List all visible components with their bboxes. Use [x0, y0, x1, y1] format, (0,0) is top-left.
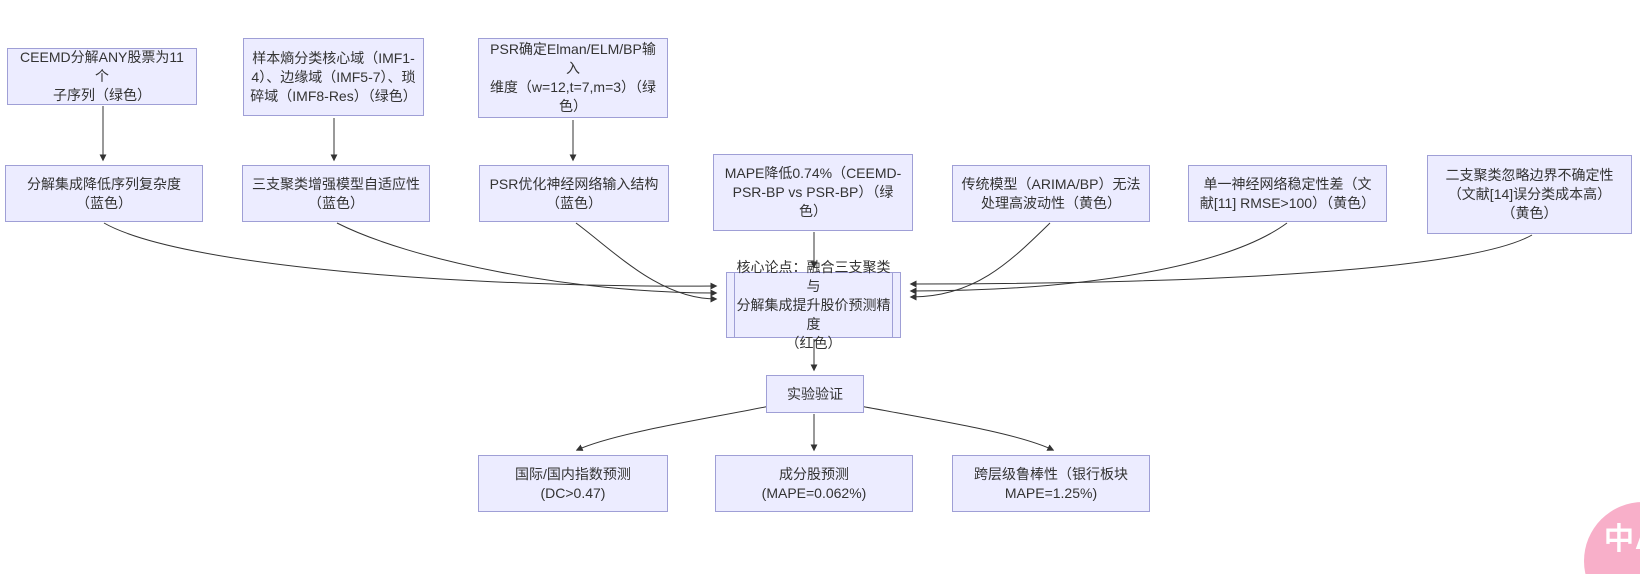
node-constituent-prediction: 成分股预测 (MAPE=0.062%)	[715, 455, 913, 512]
node-cross-level-robustness: 跨层级鲁棒性（银行板块 MAPE=1.25%)	[952, 455, 1150, 512]
edge-decomp-core	[103, 222, 718, 290]
node-core-thesis: 核心论点：融合三支聚类与 分解集成提升股价预测精度 （红色）	[726, 259, 901, 351]
edge-psrstruct-core	[575, 222, 718, 303]
edge-twoway-core	[909, 234, 1533, 288]
node-decompose-complexity: 分解集成降低序列复杂度 （蓝色）	[5, 165, 203, 222]
translate-icon: 中A	[1604, 523, 1640, 556]
node-threeway-adaptivity: 三支聚类增强模型自适应性 （蓝色）	[242, 165, 430, 222]
node-experiment-validation: 实验验证	[766, 375, 864, 413]
translate-plugin-button[interactable]: 中A	[1584, 502, 1640, 574]
node-index-prediction: 国际/国内指数预测 (DC>0.47)	[478, 455, 668, 512]
edge-singlenn-core	[909, 222, 1288, 295]
node-single-nn-instability: 单一神经网络稳定性差（文 献[11] RMSE>100）（黄色）	[1188, 165, 1387, 222]
node-traditional-limitation: 传统模型（ARIMA/BP）无法 处理高波动性（黄色）	[952, 165, 1150, 222]
edge-experiment-index	[575, 405, 771, 451]
edge-threeway-core	[336, 222, 718, 297]
node-psr-input-structure: PSR优化神经网络输入结构 （蓝色）	[479, 165, 669, 222]
edge-experiment-robust	[859, 405, 1055, 451]
node-twoway-limitation: 二支聚类忽略边界不确定性 （文献[14]误分类成本高） （黄色）	[1427, 155, 1632, 234]
node-sample-entropy-domains: 样本熵分类核心域（IMF1- 4）、边缘域（IMF5-7）、琐 碎域（IMF8-…	[243, 38, 424, 116]
node-psr-input-dimension: PSR确定Elman/ELM/BP输入 维度（w=12,t=7,m=3）（绿 色…	[478, 38, 668, 118]
core-thesis-label: 核心论点：融合三支聚类与 分解集成提升股价预测精度 （红色）	[736, 258, 891, 351]
node-ceemd-decompose: CEEMD分解ANY股票为11个 子序列（绿色）	[7, 48, 197, 105]
node-mape-improvement: MAPE降低0.74%（CEEMD- PSR-BP vs PSR-BP）（绿 色…	[713, 154, 913, 231]
edge-traditional-core	[909, 222, 1051, 301]
